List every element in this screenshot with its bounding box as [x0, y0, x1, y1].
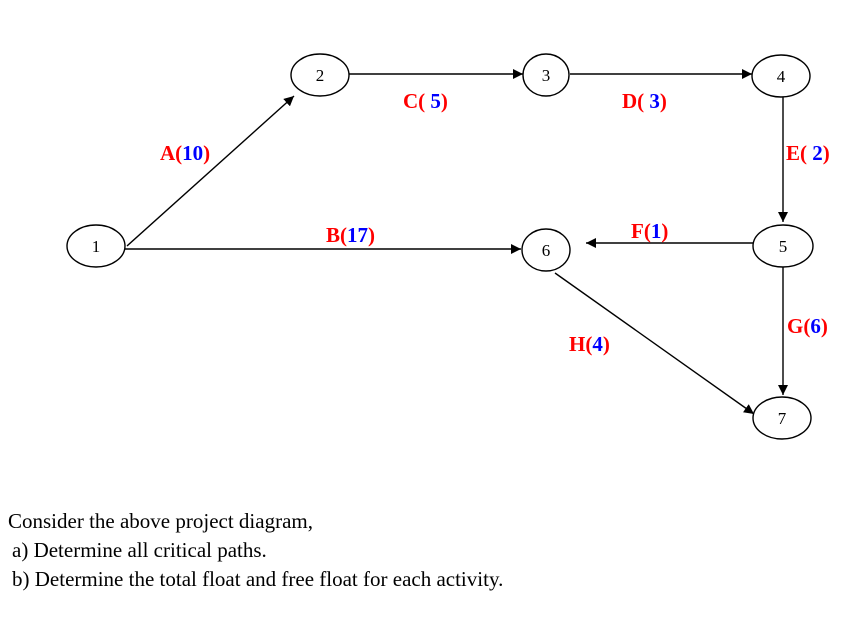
activity-g-label: G(6) — [787, 314, 828, 338]
activity-e-close: ) — [823, 141, 830, 165]
node-5-label: 5 — [779, 237, 788, 256]
activity-d-label: D( 3) — [622, 89, 667, 113]
node-4-label: 4 — [777, 67, 786, 86]
node-6: 6 — [521, 228, 571, 272]
activity-a-label: A(10) — [160, 141, 210, 165]
activity-d-close: ) — [660, 89, 667, 113]
node-1-label: 1 — [92, 237, 101, 256]
activity-c-label: C( 5) — [403, 89, 448, 113]
activity-b-name: B — [326, 223, 340, 247]
question-intro: Consider the above project diagram, — [8, 509, 313, 533]
activity-g-open: ( — [803, 314, 810, 338]
node-3-label: 3 — [542, 66, 551, 85]
activity-g-duration: 6 — [810, 314, 821, 338]
node-6-label: 6 — [542, 241, 551, 260]
activity-c-duration: 5 — [425, 89, 441, 113]
node-3: 3 — [522, 53, 570, 97]
activity-d-duration: 3 — [644, 89, 660, 113]
activity-e-open: ( — [800, 141, 807, 165]
question-part-b: b) Determine the total float and free fl… — [12, 567, 504, 591]
activity-f-name: F — [631, 219, 644, 243]
node-2: 2 — [290, 53, 350, 97]
activity-e-label: E( 2) — [786, 141, 830, 165]
activity-b-open: ( — [340, 223, 347, 247]
activity-a-open: ( — [175, 141, 182, 165]
node-7-label: 7 — [778, 409, 787, 428]
question-part-a: a) Determine all critical paths. — [12, 538, 267, 562]
activity-a-close: ) — [203, 141, 210, 165]
activity-e-name: E — [786, 141, 800, 165]
node-5: 5 — [752, 224, 814, 268]
activity-e-duration: 2 — [807, 141, 823, 165]
activity-f-close: ) — [661, 219, 668, 243]
activity-g-close: ) — [821, 314, 828, 338]
activity-c-close: ) — [441, 89, 448, 113]
activity-f-open: ( — [644, 219, 651, 243]
activity-b-duration: 17 — [347, 223, 368, 247]
activity-c-open: ( — [418, 89, 425, 113]
activity-d-open: ( — [637, 89, 644, 113]
activity-f-label: F(1) — [631, 219, 668, 243]
activity-h-open: ( — [585, 332, 592, 356]
node-7: 7 — [752, 396, 812, 440]
activity-h-label: H(4) — [569, 332, 610, 356]
activity-h-name: H — [569, 332, 585, 356]
activity-d-name: D — [622, 89, 637, 113]
activity-a-duration: 10 — [182, 141, 203, 165]
node-1: 1 — [66, 224, 126, 268]
activity-h-arrow — [554, 272, 755, 415]
activity-g-name: G — [787, 314, 803, 338]
activity-c-name: C — [403, 89, 418, 113]
activity-h-close: ) — [603, 332, 610, 356]
project-network-diagram: 1 2 3 4 5 6 7 A(10) B(17) C( 5) D( 3) E(… — [66, 53, 830, 440]
node-2-label: 2 — [316, 66, 325, 85]
activity-a-name: A — [160, 141, 176, 165]
activity-h-duration: 4 — [592, 332, 603, 356]
activity-b-close: ) — [368, 223, 375, 247]
activity-a-arrow — [126, 95, 295, 247]
node-4: 4 — [751, 54, 811, 98]
activity-f-duration: 1 — [651, 219, 662, 243]
activity-b-label: B(17) — [326, 223, 375, 247]
